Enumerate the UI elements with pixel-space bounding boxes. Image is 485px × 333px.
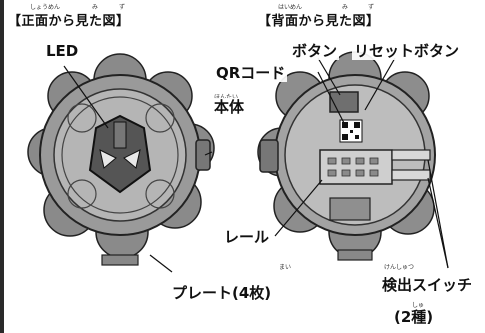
led-label: LED [44,42,81,60]
sensor-switch-label: 検出スイッチ [380,276,475,294]
plate-ruby: まい [279,264,292,271]
back-view-device [257,51,436,261]
plate-label: プレート(4枚) [170,284,274,302]
front-view-heading: 【正面から見た図】 [8,14,130,29]
two-types-label: (2種) [392,308,436,326]
front-heading-ruby-shoumen: しょうめん [30,4,61,11]
front-heading-ruby-mi: み [92,4,99,11]
body-label: 本体 [212,98,247,116]
qr-code-graphic [339,119,363,143]
hontai-ruby: ほんたい [214,92,238,101]
back-view-heading: 【背面から見た図】 [258,14,380,29]
sensor-switch-ruby: けんしゅつ [384,264,415,271]
back-heading-ruby-zu: ず [368,4,375,11]
front-heading-ruby-zu: ず [119,4,126,11]
button-label: ボタン [290,42,340,60]
front-view-device [27,53,215,266]
left-border [0,0,4,333]
two-types-ruby: しゅ [412,302,425,309]
back-heading-ruby-haimen: はいめん [278,4,303,11]
qr-code-label: QRコード [214,64,288,82]
rail-label: レール [222,228,272,246]
reset-button-label: リセットボタン [352,42,462,60]
back-heading-ruby-mi: み [342,4,349,11]
